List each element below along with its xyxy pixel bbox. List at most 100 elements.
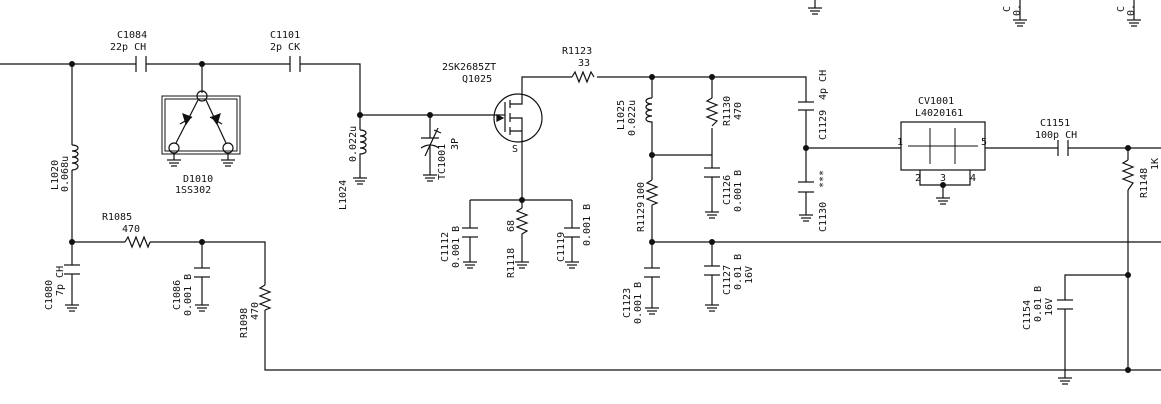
d1010-value: 1SS302 [175,185,211,196]
junction-dot [649,239,655,245]
c1101-value: 2p CK [270,42,300,53]
junction-dot [69,239,75,245]
c1086-value: 0.001 B [183,274,194,316]
capacitor-c1129 [798,101,814,118]
q1025-source-pin: S [512,144,518,155]
c1129-ref: C1129 [818,110,829,140]
capacitor-c1151 [1057,140,1069,156]
diode-bridge-d1010 [161,90,241,160]
capacitor-c1130 [798,181,814,193]
junction-dot [427,112,433,118]
partial-label-b2: 0. [1126,4,1137,16]
r1098-ref: R1098 [239,308,250,338]
r1129-value: 100 [636,182,647,200]
cv1001-ref: CV1001 [918,96,954,107]
c1126-ref: C1126 [722,175,733,205]
junction-dot [519,197,525,203]
resistor-r1129 [645,179,659,206]
transistor-q1025 [493,93,543,143]
c1123-ref: C1123 [622,288,633,318]
r1148-ref: R1148 [1139,168,1150,198]
c1112-ref: C1112 [440,232,451,262]
ground-icon [423,174,437,182]
resistor-r1085 [124,235,151,249]
ground-icon [705,304,719,312]
wires [0,0,1161,371]
partial-label-b: C [1116,6,1127,12]
junction-dot [649,152,655,158]
c1126-value: 0.001 B [733,170,744,212]
ground-icon [167,159,181,167]
c1112-value: 0.001 B [451,226,462,268]
tc1001-value: 3P [450,138,461,150]
capacitor-c1127 [704,265,720,305]
junction-dot [1125,272,1131,278]
ground-icon [799,214,813,222]
ground-icon [353,177,367,185]
capacitor-c1119 [564,227,580,262]
l1020-ref: L1020 [50,160,61,190]
c1080-ref: C1080 [44,280,55,310]
ground-symbols [65,7,1141,385]
capacitor-c1154 [1057,299,1073,378]
ground-icon [515,261,529,269]
c1084-ref: C1084 [117,30,147,41]
ground-icon [565,261,579,269]
junction-dot [357,112,363,118]
junction-dot [709,239,715,245]
r1123-value: 33 [578,58,590,69]
trimmer-capacitor-tc1001 [420,127,442,175]
resistor-r1118 [515,207,529,262]
junction-dot [803,145,809,151]
ground-icon [195,304,209,312]
l1025-ref: L1025 [616,100,627,130]
c1086-ref: C1086 [172,280,183,310]
resistor-r1098 [258,284,272,311]
capacitor-c1123 [644,267,660,308]
ground-icon [221,159,235,167]
c1084-value: 22p CH [110,42,146,53]
ground-icon [808,7,822,15]
r1085-ref: R1085 [102,212,132,223]
cv1001-pin-3: 3 [940,173,946,184]
c1127-ref: C1127 [722,265,733,295]
c1154-voltage: 16V [1044,298,1055,316]
junction-dot [69,61,75,67]
c1119-value: 0.001 B [582,204,593,246]
ground-icon [463,261,477,269]
r1130-value: 470 [733,102,744,120]
r1118-value: 68 [506,220,517,232]
labels: C1084 22p CH C1101 2p CK 2SK2685ZT Q1025… [44,4,1161,338]
ground-icon [936,197,950,205]
r1118-ref: R1118 [506,248,517,278]
junction-dot [199,61,205,67]
resistor-r1148 [1121,159,1135,191]
tc1001-ref: TC1001 [437,144,448,180]
c1080-value: 7p CH [55,266,66,296]
ground-icon [705,211,719,219]
cv1001-pin-5: 5 [981,137,987,148]
r1148-value: 1K [1150,158,1161,170]
capacitor-c1086 [194,267,210,305]
c1129-value: 4p CH [818,70,829,100]
junction-dot [199,239,205,245]
inductor-l1024 [359,129,367,178]
c1130-ref: C1130 [818,202,829,232]
junction-dots [69,61,1131,373]
l1020-value: 0.068u [60,156,71,192]
cv1001-value: L4020161 [915,108,963,119]
q1025-part: 2SK2685ZT [442,62,496,73]
r1123-ref: R1123 [562,46,592,57]
capacitor-c1084 [135,56,147,72]
junction-dot [1125,145,1131,151]
cv1001-pin-2: 2 [915,173,921,184]
r1129-ref: R1129 [636,202,647,232]
l1024-ref: L1024 [338,180,349,210]
c1127-voltage: 16V [744,266,755,284]
junction-dot [940,182,946,188]
r1085-value: 470 [122,224,140,235]
junction-dot [1125,367,1131,373]
c1151-value: 100p CH [1035,130,1077,141]
c1130-value: *** [818,170,829,188]
c1123-value: 0.001 B [633,282,644,324]
